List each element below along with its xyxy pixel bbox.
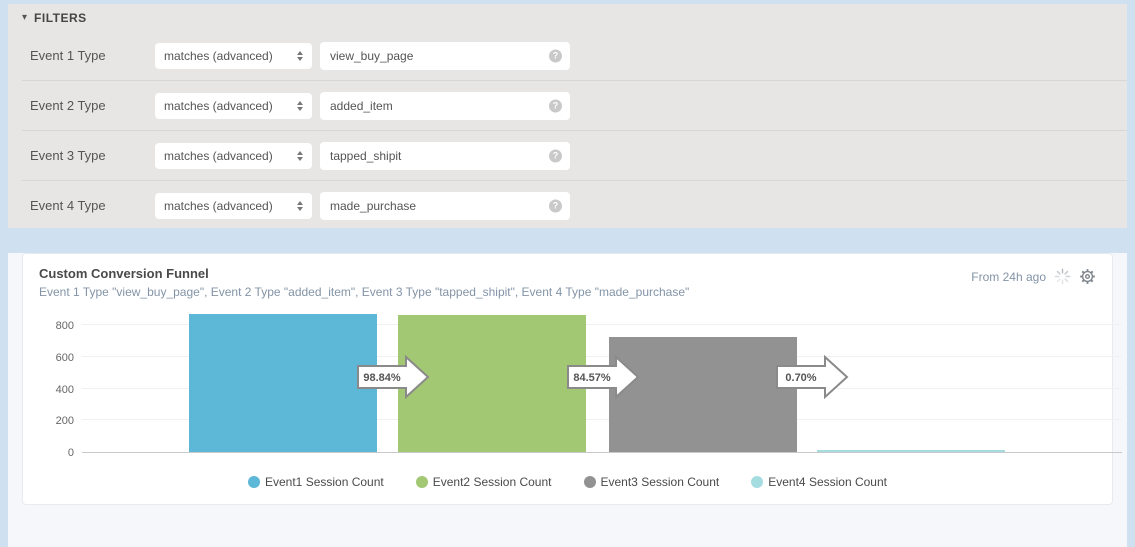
main-content: Custom Conversion Funnel Event 1 Type "v… (8, 253, 1127, 547)
select-stepper-icon (297, 100, 303, 111)
help-icon[interactable]: ? (549, 49, 562, 62)
operator-select[interactable]: matches (advanced) (155, 192, 312, 219)
operator-value: matches (advanced) (164, 98, 273, 113)
y-axis-tick-label: 600 (55, 351, 74, 364)
legend-item-event2: Event2 Session Count (415, 475, 552, 489)
funnel-chart: 0 200 400 600 800 98.84% 84.57% 0.70% (39, 314, 1122, 467)
filter-label: Event 4 Type (30, 198, 106, 213)
legend-dot-icon (248, 476, 260, 488)
filter-row-event1: Event 1 Type matches (advanced) ? (8, 31, 1127, 80)
filter-label: Event 1 Type (30, 48, 106, 63)
funnel-bar-event3 (609, 337, 797, 452)
operator-value: matches (advanced) (164, 148, 273, 163)
row-divider (22, 180, 1127, 181)
funnel-chart-panel: Custom Conversion Funnel Event 1 Type "v… (22, 253, 1122, 505)
operator-select[interactable]: matches (advanced) (155, 42, 312, 69)
gridline (82, 355, 1122, 357)
legend-label: Event2 Session Count (432, 475, 552, 489)
row-divider (22, 130, 1127, 131)
legend-dot-icon (583, 476, 596, 488)
loading-spinner-icon (1054, 268, 1071, 285)
help-icon[interactable]: ? (549, 149, 562, 162)
y-axis-tick-label: 400 (55, 383, 74, 396)
gridline (82, 419, 1122, 421)
event-type-input[interactable] (320, 141, 570, 170)
svg-text:98.84%: 98.84% (363, 372, 401, 384)
legend-item-event3: Event3 Session Count (583, 475, 720, 489)
filter-row-event2: Event 2 Type matches (advanced) ? (8, 81, 1127, 130)
chart-subtitle: Event 1 Type "view_buy_page", Event 2 Ty… (39, 285, 690, 299)
dashboard: ▾ FILTERS Event 1 Type matches (advanced… (8, 4, 1127, 547)
gridline (82, 324, 1122, 325)
event-type-input[interactable] (320, 41, 570, 70)
help-icon[interactable]: ? (549, 199, 562, 212)
filters-section: ▾ FILTERS Event 1 Type matches (advanced… (8, 4, 1127, 228)
event-type-input[interactable] (320, 91, 570, 120)
filters-collapse-toggle[interactable]: ▾ FILTERS (8, 4, 1127, 31)
filters-heading: FILTERS (34, 10, 87, 25)
y-axis-tick-label: 800 (55, 320, 74, 332)
conversion-arrow: 84.57% (566, 355, 639, 399)
collapse-caret-icon: ▾ (22, 11, 28, 23)
conversion-arrow: 0.70% (776, 355, 849, 399)
select-stepper-icon (297, 200, 303, 211)
funnel-bar-event2 (398, 315, 586, 452)
y-axis-tick-label: 200 (55, 415, 74, 428)
event-type-input[interactable] (320, 191, 570, 220)
filter-label: Event 3 Type (30, 148, 106, 163)
legend-item-event1: Event1 Session Count (248, 475, 384, 489)
chart-title: Custom Conversion Funnel (39, 266, 209, 281)
legend-dot-icon (751, 476, 764, 488)
timeframe-label: From 24h ago (971, 269, 1046, 284)
operator-select[interactable]: matches (advanced) (155, 92, 312, 119)
row-divider (22, 80, 1127, 81)
select-stepper-icon (297, 50, 303, 61)
funnel-bar-event4 (817, 450, 1005, 452)
svg-text:0.70%: 0.70% (785, 372, 816, 384)
svg-text:84.57%: 84.57% (573, 372, 611, 384)
legend-label: Event3 Session Count (600, 475, 720, 489)
chart-legend: Event1 Session Count Event2 Session Count… (39, 475, 1096, 489)
panel-head-text: Custom Conversion Funnel Event 1 Type "v… (39, 266, 689, 299)
legend-label: Event1 Session Count (265, 475, 384, 489)
operator-value: matches (advanced) (164, 198, 273, 213)
conversion-arrow: 98.84% (356, 355, 429, 399)
help-icon[interactable]: ? (549, 99, 562, 112)
filter-row-event3: Event 3 Type matches (advanced) ? (8, 131, 1127, 180)
funnel-plot: 0 200 400 600 800 98.84% 84.57% 0.70% (56, 314, 1122, 459)
operator-value: matches (advanced) (164, 48, 273, 63)
funnel-bar-event1 (189, 314, 377, 452)
settings-gear-icon[interactable] (1079, 268, 1096, 285)
legend-label: Event4 Session Count (768, 475, 887, 489)
legend-item-event4: Event4 Session Count (751, 475, 887, 489)
select-stepper-icon (297, 150, 303, 161)
operator-select[interactable]: matches (advanced) (155, 142, 312, 169)
y-axis-tick-label: 0 (67, 447, 74, 459)
filter-row-event4: Event 4 Type matches (advanced) ? (8, 181, 1127, 228)
filter-label: Event 2 Type (30, 98, 106, 113)
legend-dot-icon (415, 476, 428, 488)
